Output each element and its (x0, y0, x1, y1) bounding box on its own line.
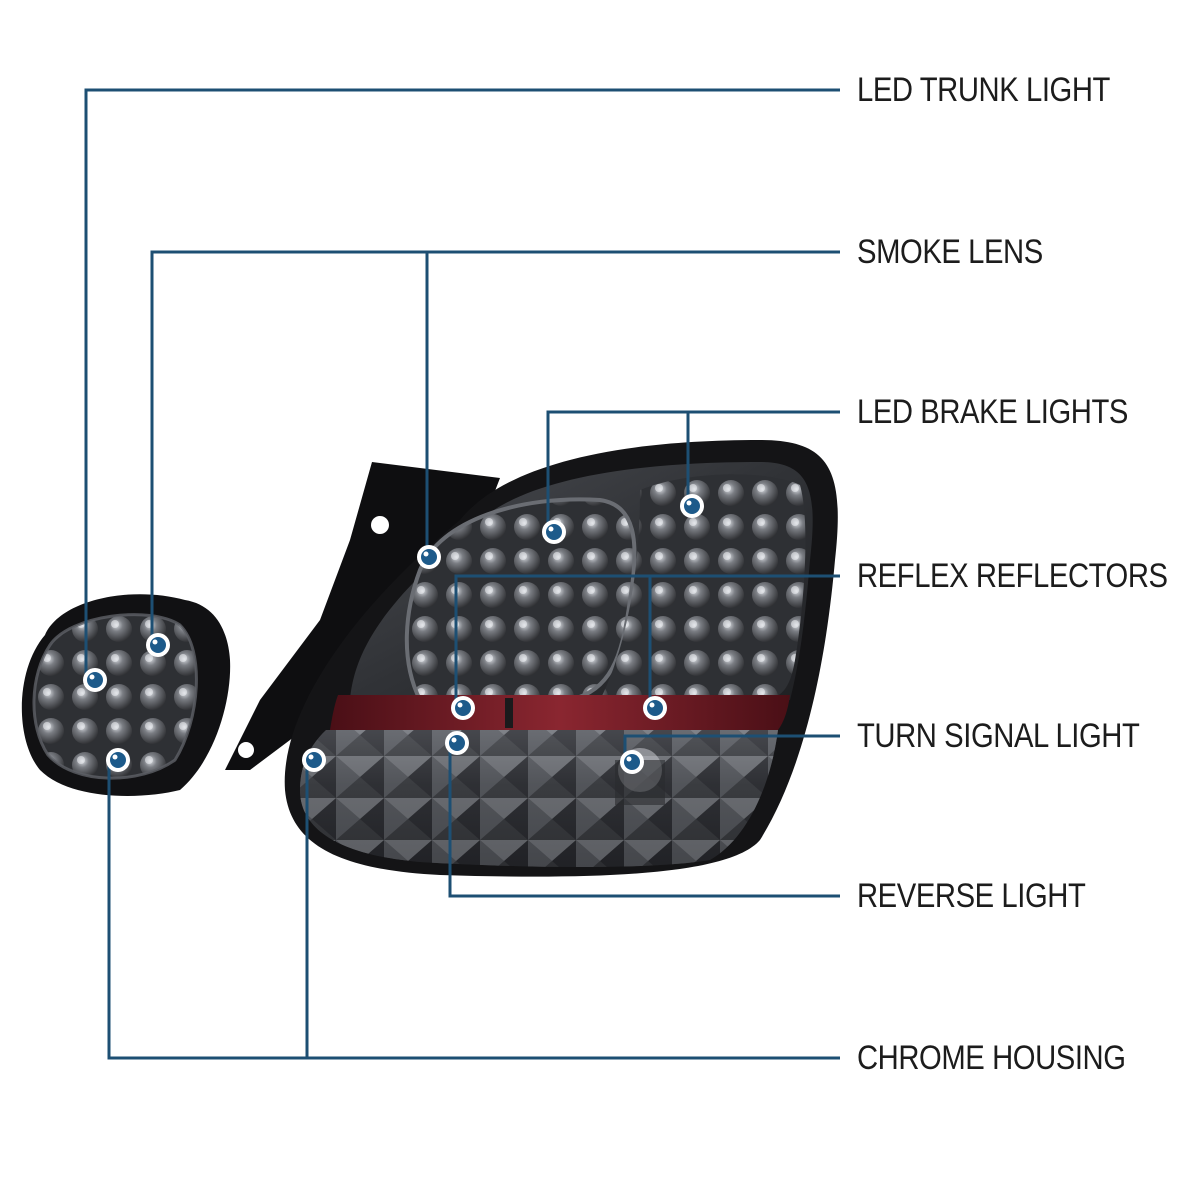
label-smoke-lens: SMOKE LENS (857, 233, 1043, 271)
dot-trunk-housing-icon (106, 748, 130, 772)
dot-reflector-left-icon (451, 696, 475, 720)
label-reverse-light: REVERSE LIGHT (857, 877, 1086, 915)
label-led-trunk-light: LED TRUNK LIGHT (857, 71, 1110, 109)
tail-light-unit (225, 440, 838, 877)
leader-reverse-light (448, 743, 840, 898)
dot-reverse-icon (445, 731, 469, 755)
callout-dots (83, 494, 704, 774)
leader-chrome-housing (107, 761, 840, 1060)
label-chrome-housing: CHROME HOUSING (857, 1039, 1126, 1077)
dot-trunk-lens-icon (146, 633, 170, 657)
label-led-brake-lights: LED BRAKE LIGHTS (857, 393, 1128, 431)
mount-hole-top (371, 516, 389, 534)
dot-chrome-housing-icon (302, 748, 326, 772)
leader-led-brake-lights (546, 410, 840, 532)
dot-trunk-led-icon (83, 668, 107, 692)
label-reflex-reflectors: REFLEX REFLECTORS (857, 557, 1168, 595)
dot-reflector-right-icon (643, 696, 667, 720)
led-brake-pod-inner (406, 499, 635, 700)
leader-lines (84, 88, 840, 1060)
dot-brake-outer-icon (680, 494, 704, 518)
dot-brake-inner-icon (542, 520, 566, 544)
mounting-bracket (225, 462, 500, 770)
leader-reflex-reflectors (454, 574, 840, 708)
dot-turn-signal-icon (620, 750, 644, 774)
reflex-reflector-band (330, 695, 790, 730)
mount-hole-bottom (238, 742, 254, 758)
dot-smoke-lens-icon (417, 545, 441, 569)
label-turn-signal-light: TURN SIGNAL LIGHT (857, 717, 1140, 755)
